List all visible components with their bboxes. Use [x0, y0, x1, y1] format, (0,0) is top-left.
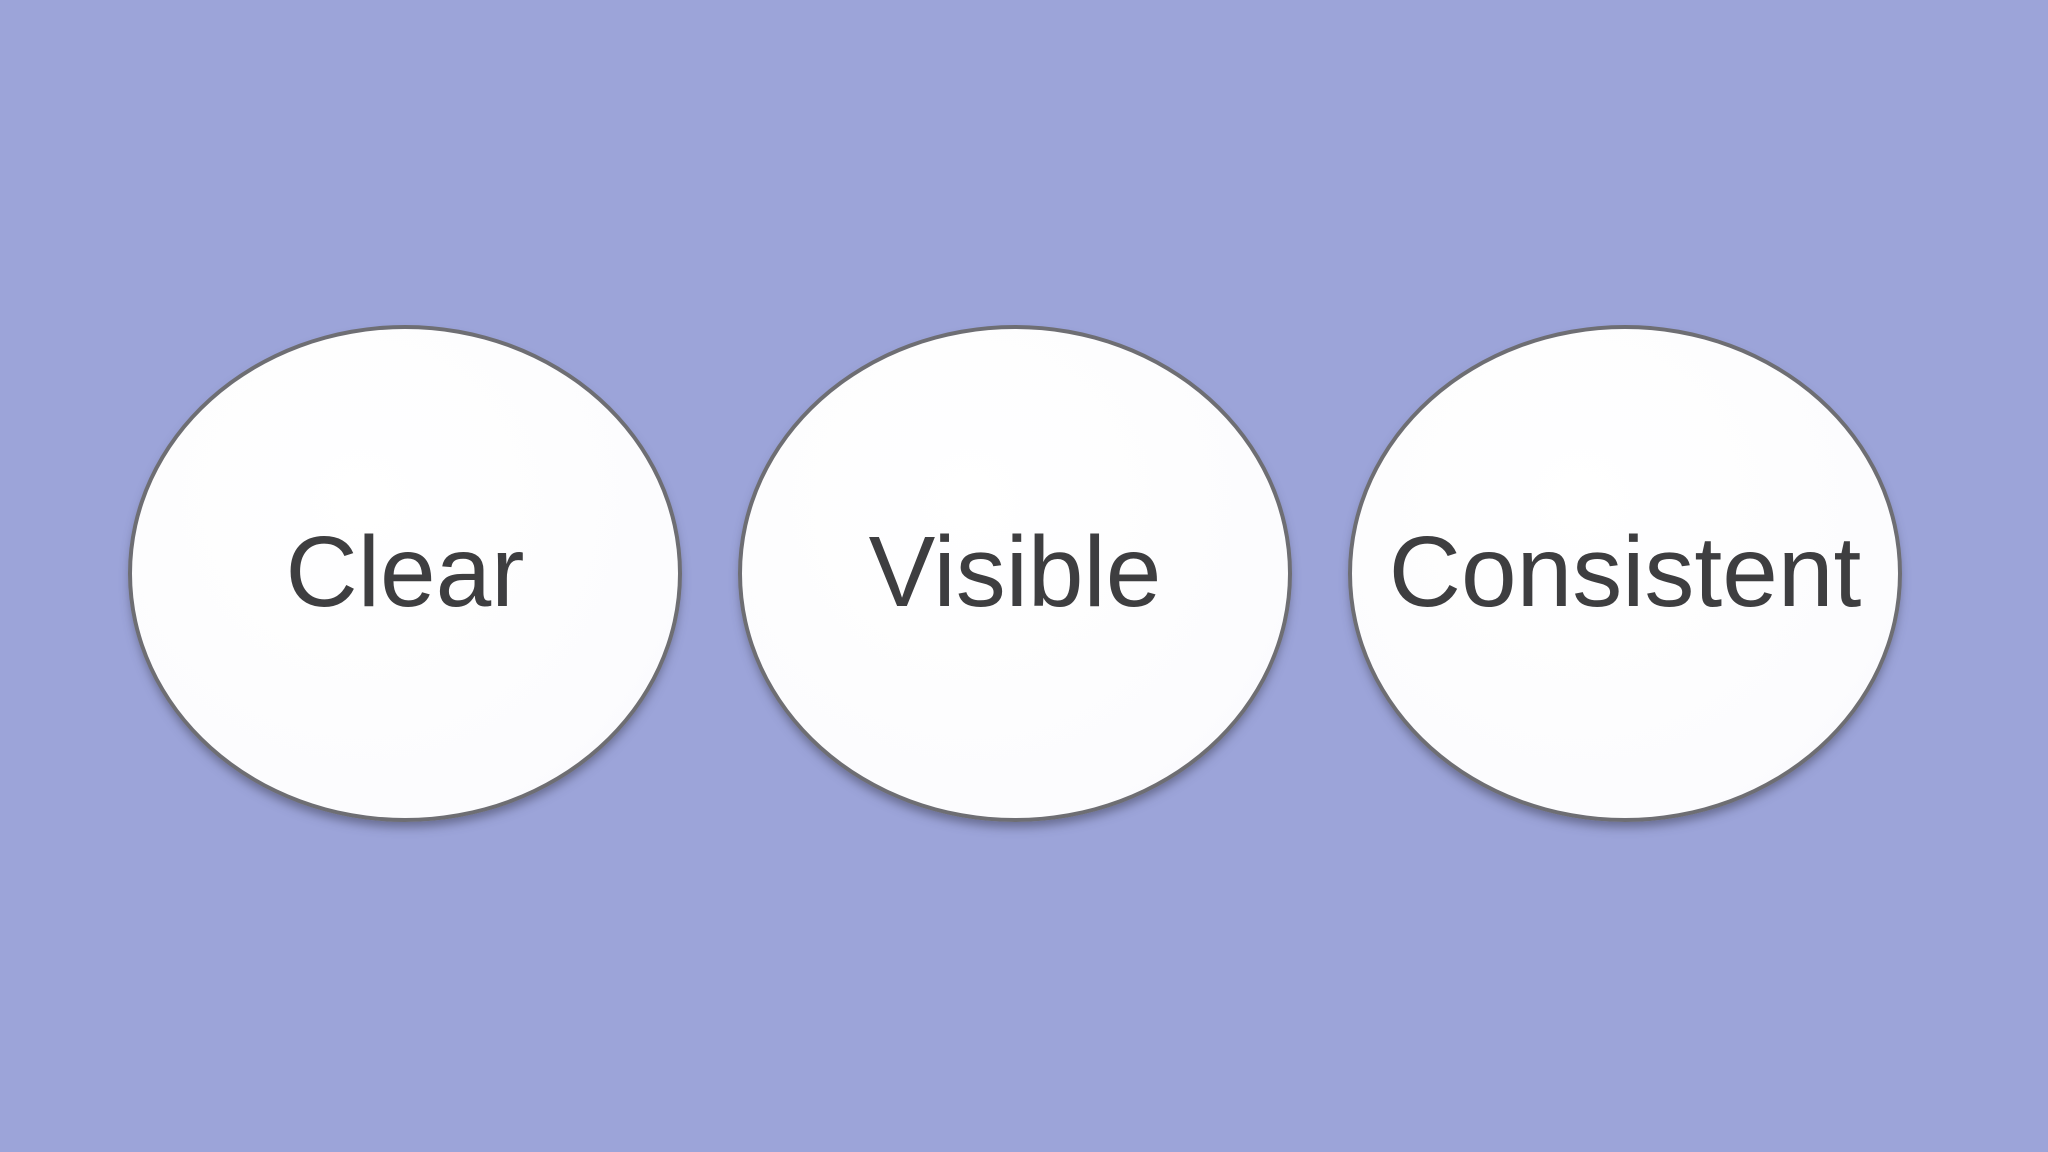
node-label-consistent: Consistent	[1388, 515, 1862, 628]
node-label-clear: Clear	[285, 515, 525, 628]
ellipse-node-consistent: Consistent	[1348, 325, 1902, 822]
ellipse-node-clear: Clear	[128, 325, 682, 822]
ellipse-node-visible: Visible	[738, 325, 1292, 822]
node-label-visible: Visible	[868, 515, 1162, 628]
